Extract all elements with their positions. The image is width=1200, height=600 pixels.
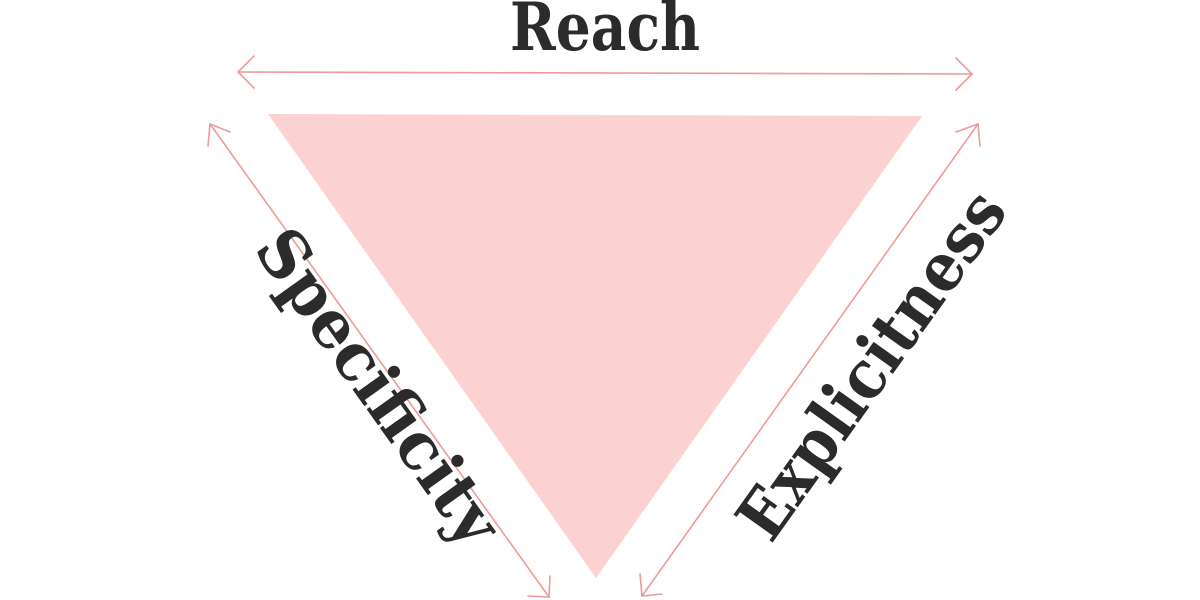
right-arrow bbox=[639, 122, 981, 597]
top-arrow-right-head bbox=[955, 57, 974, 91]
label-reach: Reach bbox=[510, 0, 700, 66]
left-arrow-top-head bbox=[207, 122, 231, 147]
right-arrow-bottom-head bbox=[639, 573, 663, 597]
central-triangle bbox=[268, 114, 922, 578]
left-arrow-bottom-head bbox=[527, 575, 551, 598]
top-arrow bbox=[236, 55, 974, 91]
left-arrow bbox=[207, 122, 551, 598]
right-arrow-top-head bbox=[955, 122, 981, 147]
top-arrow-left-head bbox=[236, 55, 255, 89]
